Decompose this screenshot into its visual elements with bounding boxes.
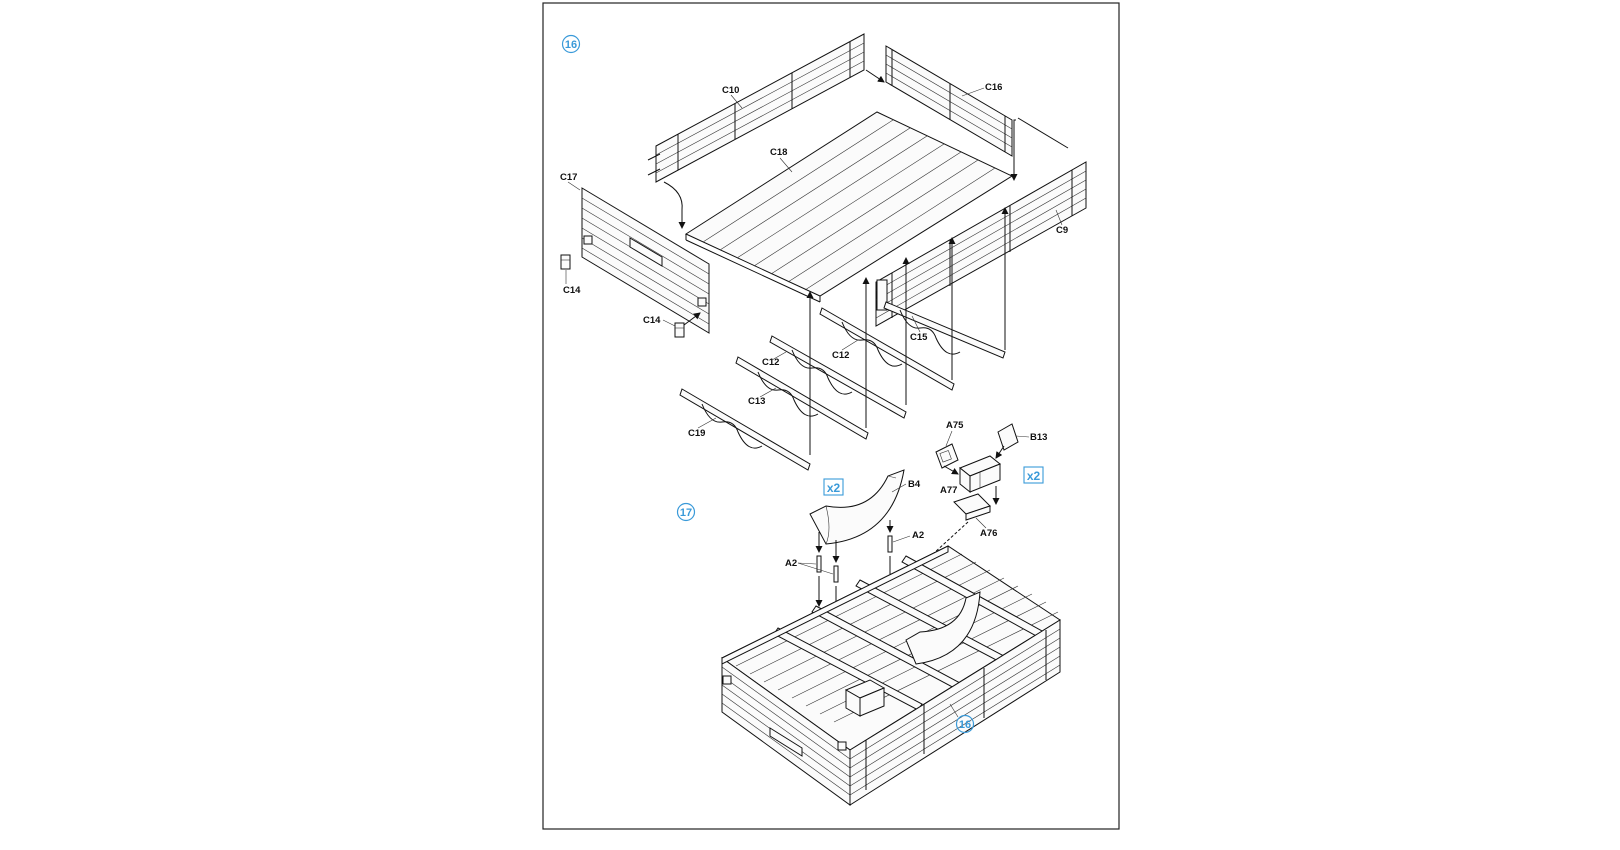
part-c18-floor: [684, 111, 1014, 303]
svg-text:17: 17: [680, 507, 692, 519]
part-a76-lid: [953, 493, 991, 521]
part-c16-side-rail: [885, 45, 1013, 157]
step-17-badge: 17: [676, 502, 696, 522]
svg-text:16: 16: [565, 39, 577, 51]
b4-quantity-box: x2: [823, 478, 844, 496]
part-c15-crossmember: [883, 301, 1006, 359]
part-c13-crossmember: [735, 356, 869, 440]
svg-text:x2: x2: [1027, 469, 1041, 483]
label-c12-b: C12: [762, 357, 779, 368]
part-c14-hinge-a: [560, 254, 571, 270]
label-c9: C9: [1056, 225, 1068, 236]
step-16-reference-badge: 16: [955, 714, 975, 734]
part-b4-cradle: [809, 469, 905, 545]
label-c16: C16: [985, 82, 1002, 93]
part-c10-side-rail: [647, 33, 865, 183]
label-a75: A75: [946, 420, 964, 431]
part-c9-side-rail: [875, 161, 1087, 327]
part-c14-hinge-b: [674, 322, 685, 338]
part-a2-pins: [816, 535, 893, 583]
label-c15: C15: [910, 332, 928, 343]
label-c12-a: C12: [832, 350, 849, 361]
label-c13: C13: [748, 396, 765, 407]
label-a2-b: A2: [912, 530, 924, 541]
label-a2-a: A2: [785, 558, 797, 569]
label-c14-a: C14: [563, 285, 581, 296]
label-c10: C10: [722, 85, 739, 96]
part-c19-crossmember: [679, 388, 811, 471]
step-16-badge: 16: [561, 34, 581, 54]
label-c19: C19: [688, 428, 705, 439]
part-c12-crossmember-a: [819, 307, 955, 391]
svg-text:16: 16: [959, 719, 971, 731]
part-a75: [935, 443, 959, 469]
label-c17: C17: [560, 172, 577, 183]
part-c17-tailgate: [581, 187, 710, 334]
part-b13: [997, 423, 1019, 451]
a77-quantity-box: x2: [1023, 466, 1044, 484]
svg-text:x2: x2: [827, 481, 841, 495]
part-a77-toolbox: [959, 455, 1001, 494]
label-b13: B13: [1030, 432, 1047, 443]
label-c14-b: C14: [643, 315, 661, 326]
label-b4: B4: [908, 479, 921, 490]
label-c18: C18: [770, 147, 787, 158]
label-a76: A76: [980, 528, 997, 539]
label-a77: A77: [940, 485, 957, 496]
part-c12-crossmember-b: [769, 335, 907, 419]
